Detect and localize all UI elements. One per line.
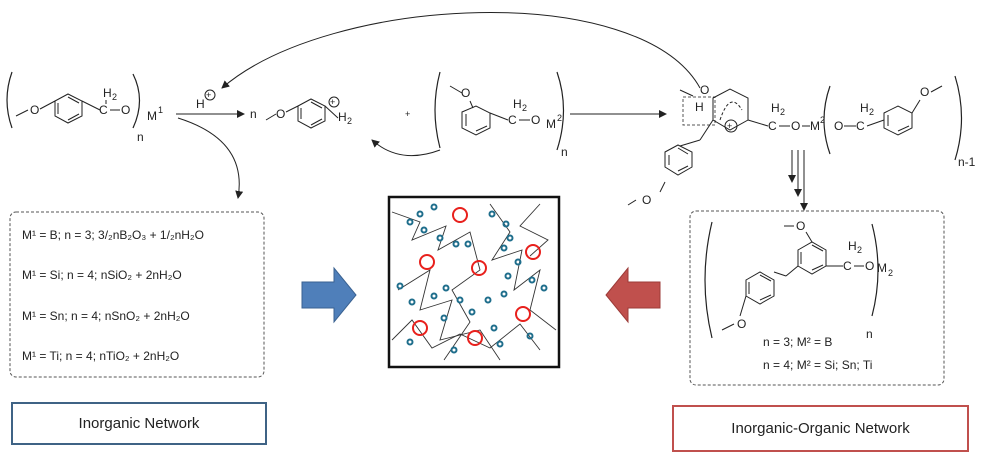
left-box-line-1: M¹ = B; n = 3; 3/₂nB₂O₃ + 1/₂nH₂O bbox=[22, 228, 204, 242]
right-box-line-1: n = 3; M² = B bbox=[763, 335, 833, 349]
plus-sign: + bbox=[405, 109, 410, 119]
svg-text:H: H bbox=[771, 101, 780, 115]
svg-text:2: 2 bbox=[522, 103, 527, 113]
network-illustration bbox=[387, 195, 561, 369]
svg-text:+: + bbox=[330, 97, 335, 107]
svg-text:O: O bbox=[121, 103, 130, 117]
n-subscript-left: n bbox=[137, 130, 144, 144]
hydrolysis-arrow bbox=[177, 117, 244, 199]
svg-text:O: O bbox=[920, 85, 929, 99]
left-box-line-2: M¹ = Si; n = 4; nSiO₂ + 2nH₂O bbox=[22, 268, 182, 282]
h-plus-label: H bbox=[196, 97, 205, 111]
inorganic-organic-network-label: Inorganic-Organic Network bbox=[672, 405, 969, 452]
svg-text:1: 1 bbox=[158, 105, 163, 115]
svg-text:+: + bbox=[727, 121, 732, 131]
inorganic-organic-network-text: Inorganic-Organic Network bbox=[731, 420, 910, 437]
right-box-line-2: n = 4; M² = Si; Sn; Ti bbox=[763, 358, 873, 372]
left-products-box bbox=[9, 211, 265, 378]
svg-text:H: H bbox=[338, 110, 347, 124]
svg-text:2: 2 bbox=[888, 268, 893, 278]
recycle-arrow bbox=[221, 12, 701, 89]
svg-text:n: n bbox=[250, 107, 257, 121]
svg-text:O: O bbox=[796, 219, 805, 233]
benzyl-cation: O H 2 + bbox=[265, 96, 352, 129]
svg-text:n: n bbox=[561, 145, 568, 159]
left-box-line-4: M¹ = Ti; n = 4; nTiO₂ + 2nH₂O bbox=[22, 349, 180, 363]
svg-text:2: 2 bbox=[857, 245, 862, 255]
svg-text:C: C bbox=[99, 103, 108, 117]
intermediate: O H + O C H 2 O M 2 O C H 2 O bbox=[627, 75, 976, 207]
svg-text:O: O bbox=[642, 193, 651, 207]
reactant-left: O C H 2 O M 1 n bbox=[6, 71, 163, 144]
svg-text:H: H bbox=[513, 97, 522, 111]
metal-m1: M bbox=[147, 109, 157, 123]
svg-text:O: O bbox=[700, 83, 709, 97]
reactant-mid: O C H 2 O M 2 n bbox=[434, 71, 568, 159]
svg-text:C: C bbox=[843, 259, 852, 273]
svg-text:O: O bbox=[865, 259, 874, 273]
svg-text:C: C bbox=[508, 113, 517, 127]
h2-label: H bbox=[103, 86, 112, 100]
left-box-line-3: M¹ = Sn; n = 4; nSnO₂ + 2nH₂O bbox=[22, 309, 190, 323]
product-structure: O C H 2 O M 2 O n bbox=[704, 219, 893, 341]
svg-text:2: 2 bbox=[112, 92, 117, 102]
red-arrow bbox=[605, 266, 661, 324]
svg-text:C: C bbox=[856, 119, 865, 133]
svg-text:O: O bbox=[276, 107, 285, 121]
svg-text:2: 2 bbox=[347, 116, 352, 126]
blue-arrow bbox=[301, 266, 357, 324]
svg-text:2: 2 bbox=[557, 113, 562, 123]
svg-text:O: O bbox=[834, 119, 843, 133]
svg-text:M: M bbox=[810, 119, 820, 133]
right-product-box bbox=[689, 210, 945, 386]
svg-text:O: O bbox=[737, 317, 746, 331]
svg-text:2: 2 bbox=[820, 115, 825, 125]
svg-text:+: + bbox=[206, 90, 211, 100]
svg-text:n-1: n-1 bbox=[958, 155, 976, 169]
svg-text:O: O bbox=[461, 86, 470, 100]
attack-arrow bbox=[371, 139, 441, 157]
svg-text:n: n bbox=[866, 327, 873, 341]
inorganic-network-label: Inorganic Network bbox=[11, 402, 267, 445]
methoxy-o: O bbox=[30, 103, 39, 117]
down-arrows bbox=[788, 150, 808, 211]
svg-text:M: M bbox=[877, 261, 887, 275]
svg-text:O: O bbox=[531, 113, 540, 127]
svg-text:H: H bbox=[860, 101, 869, 115]
svg-text:2: 2 bbox=[869, 107, 874, 117]
svg-text:M: M bbox=[546, 117, 556, 131]
svg-text:O: O bbox=[791, 119, 800, 133]
svg-text:H: H bbox=[848, 239, 857, 253]
svg-text:2: 2 bbox=[780, 107, 785, 117]
svg-text:C: C bbox=[768, 119, 777, 133]
inorganic-network-text: Inorganic Network bbox=[78, 415, 200, 432]
svg-text:H: H bbox=[695, 100, 704, 114]
